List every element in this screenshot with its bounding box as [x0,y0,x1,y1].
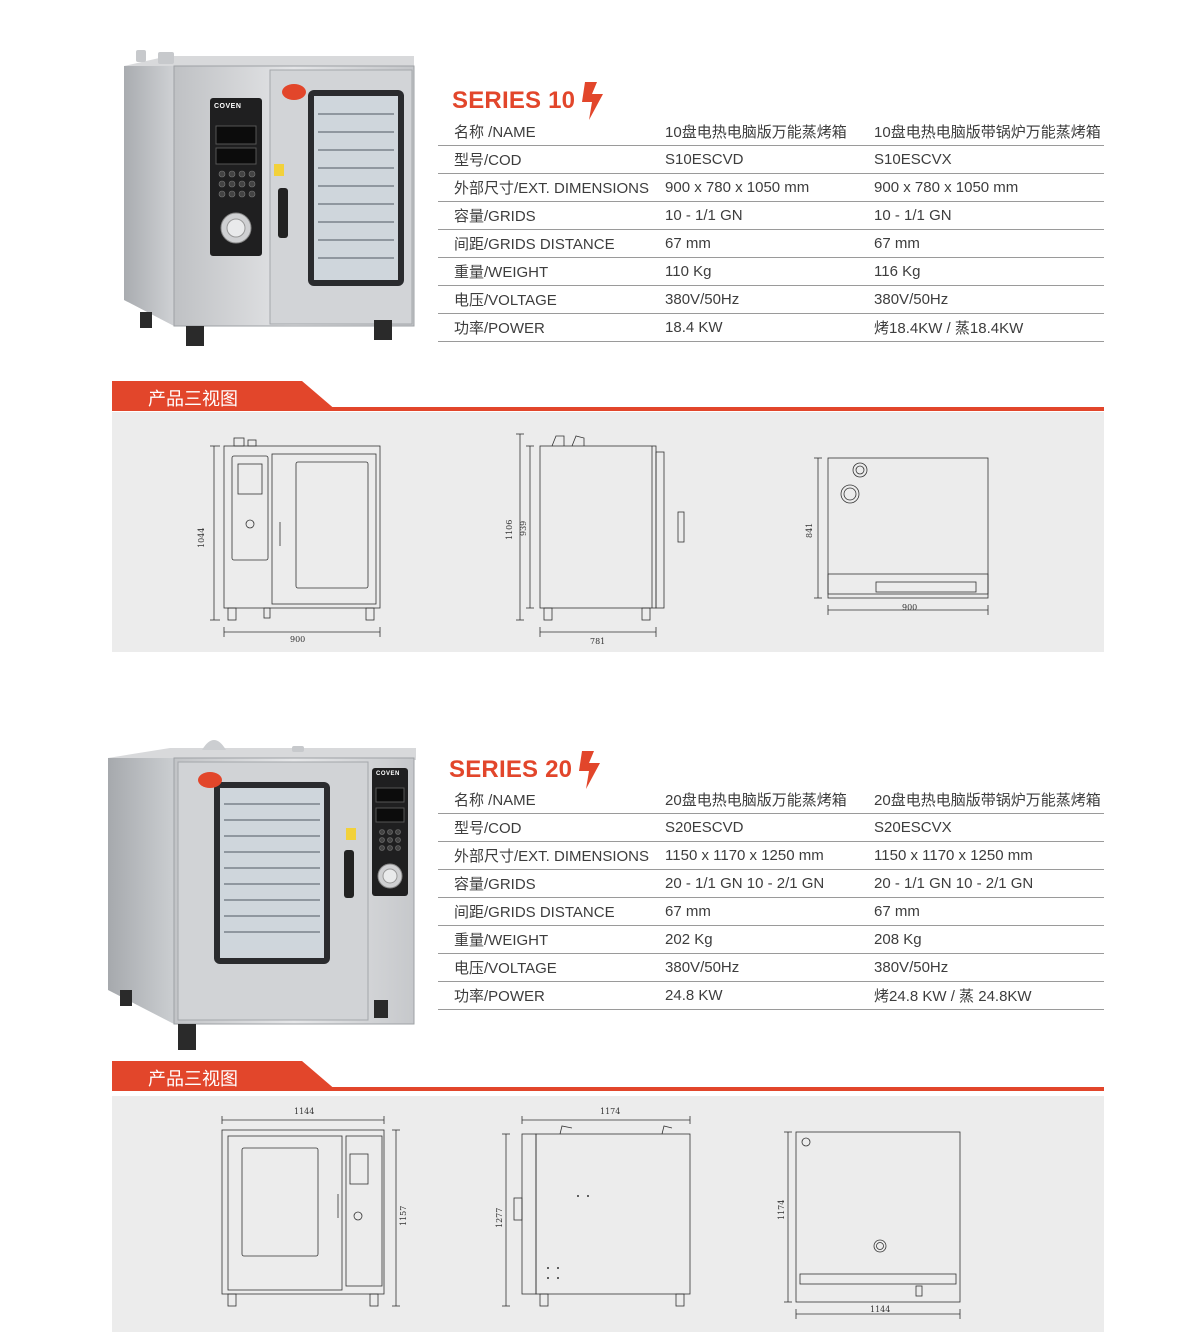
dimension-label: 1106 [505,520,514,540]
dimension-label: 1277 [495,1208,504,1228]
top-view-drawing: 900 841 [805,457,989,615]
side-view-drawing: 781 1106 939 [505,433,685,646]
series-title-text: SERIES 20 [449,756,573,783]
side-view-drawing: 1174 1277 [495,1107,691,1307]
series20-three-view-panel: 1144 1157 1174 1277 1144 [112,1096,1104,1332]
dimension-label: 781 [590,637,605,646]
front-view-drawing: 1144 1157 [221,1107,408,1307]
series20-product-photo: COVEN [106,728,418,1056]
lightning-icon [579,751,601,789]
series10-title: SERIES 10 [452,82,605,120]
dimension-label: 900 [902,603,917,612]
series10-product-photo: COVEN [118,48,418,373]
dimension-label: 939 [519,521,528,536]
dimension-label: 1157 [399,1206,408,1226]
front-view-drawing: 900 1044 [197,437,381,644]
section-title: 产品三视图 [148,1069,238,1089]
dimension-label: 1044 [197,528,206,548]
series20-title: SERIES 20 [449,751,602,789]
top-view-drawing: 1144 1174 [777,1131,961,1319]
brand-logo: COVEN [214,103,242,110]
dimension-label: 900 [290,635,305,644]
series10-section-banner: 产品三视图 [112,381,1104,411]
dimension-label: 1174 [777,1200,786,1220]
dimension-label: 1144 [294,1107,314,1116]
brand-logo: COVEN [376,771,400,777]
series20-section-banner: 产品三视图 [112,1061,1104,1091]
series-title-text: SERIES 10 [452,87,576,114]
lightning-icon [582,82,604,120]
section-title: 产品三视图 [148,389,238,409]
dimension-label: 1174 [600,1107,620,1116]
series10-three-view-panel: 900 1044 781 1106 939 900 [112,412,1104,652]
dimension-label: 1144 [870,1305,890,1314]
dimension-label: 841 [805,523,814,538]
